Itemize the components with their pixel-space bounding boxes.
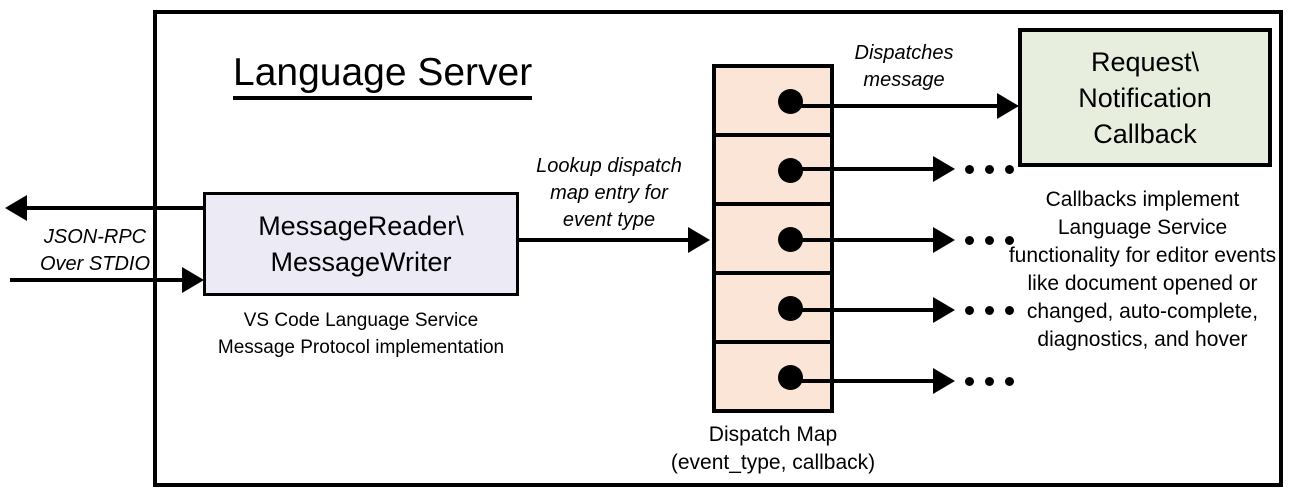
outgoing-line (60, 206, 210, 210)
dispatch-row-4-ellipsis-icon (965, 306, 1014, 315)
message-reader-writer-box[interactable]: MessageReader\ MessageWriter (203, 192, 519, 296)
dispatch-row-2-line (786, 167, 936, 171)
dispatch-row-2-arrowhead-icon (933, 156, 955, 182)
message-reader-caption-line2: Message Protocol implementation (217, 337, 505, 358)
dispatch-row-5-line (786, 379, 936, 383)
dispatch-row-5-arrowhead-icon (933, 368, 955, 394)
callback-pointer-dot-icon (778, 364, 803, 390)
dispatch-map-caption-line2: (event_type, callback) (670, 451, 876, 474)
lookup-label-line3: event type (562, 209, 656, 231)
dispatch-row-4-line (786, 308, 936, 312)
outgoing-arrowhead-icon (5, 195, 27, 221)
jsonrpc-label-line1: JSON-RPC (43, 226, 147, 248)
jsonrpc-label: JSON-RPC Over STDIO (20, 224, 170, 278)
message-reader-caption: VS Code Language Service Message Protoco… (185, 307, 537, 361)
incoming-arrowhead-icon (182, 267, 204, 293)
language-server-boundary (153, 10, 1283, 487)
table-row[interactable] (716, 344, 830, 409)
dispatch-row-4-arrowhead-icon (933, 297, 955, 323)
outgoing-line-tail (27, 206, 63, 210)
message-reader-label: MessageReader\ (258, 211, 464, 241)
callback-caption: Callbacks implement Language Service fun… (1008, 188, 1277, 351)
dispatch-row-2-ellipsis-icon (965, 165, 1014, 174)
request-notification-callback-box[interactable]: Request\ Notification Callback (1018, 28, 1272, 167)
lookup-arrowhead-icon (688, 227, 710, 253)
lookup-label-line1: Lookup dispatch (536, 155, 682, 177)
dispatches-label: Dispatches message (836, 40, 972, 94)
lookup-line (519, 238, 691, 242)
table-row[interactable] (716, 137, 830, 206)
page-title: Language Server (233, 50, 653, 100)
dispatches-label-line1: Dispatches (854, 42, 954, 64)
callback-pointer-dot-icon (778, 88, 803, 114)
incoming-line (10, 278, 185, 282)
dispatch-row-3-arrowhead-icon (933, 227, 955, 253)
callback-box-line2: Notification (1078, 82, 1212, 113)
dispatch-map-caption-line1: Dispatch Map (708, 423, 838, 446)
callback-box-line1: Request\ (1090, 46, 1200, 77)
lookup-label-line2: map entry for (550, 182, 668, 204)
dispatches-label-line2: message (863, 69, 945, 91)
dispatch-row-5-ellipsis-icon (965, 377, 1014, 386)
dispatch-row-1-line (786, 104, 1000, 108)
dispatch-row-1-arrowhead-icon (997, 93, 1019, 119)
dispatch-row-3-ellipsis-icon (965, 236, 1014, 245)
dispatch-row-3-line (786, 238, 936, 242)
page-title-text: Language Server (233, 51, 533, 100)
dispatch-map-caption: Dispatch Map (event_type, callback) (638, 421, 908, 477)
message-reader-caption-line1: VS Code Language Service (243, 310, 479, 331)
callback-box-line3: Callback (1093, 118, 1197, 149)
jsonrpc-label-line2: Over STDIO (39, 253, 150, 275)
table-row[interactable] (716, 68, 830, 137)
lookup-label: Lookup dispatch map entry for event type (512, 153, 706, 234)
message-writer-label: MessageWriter (270, 247, 452, 277)
